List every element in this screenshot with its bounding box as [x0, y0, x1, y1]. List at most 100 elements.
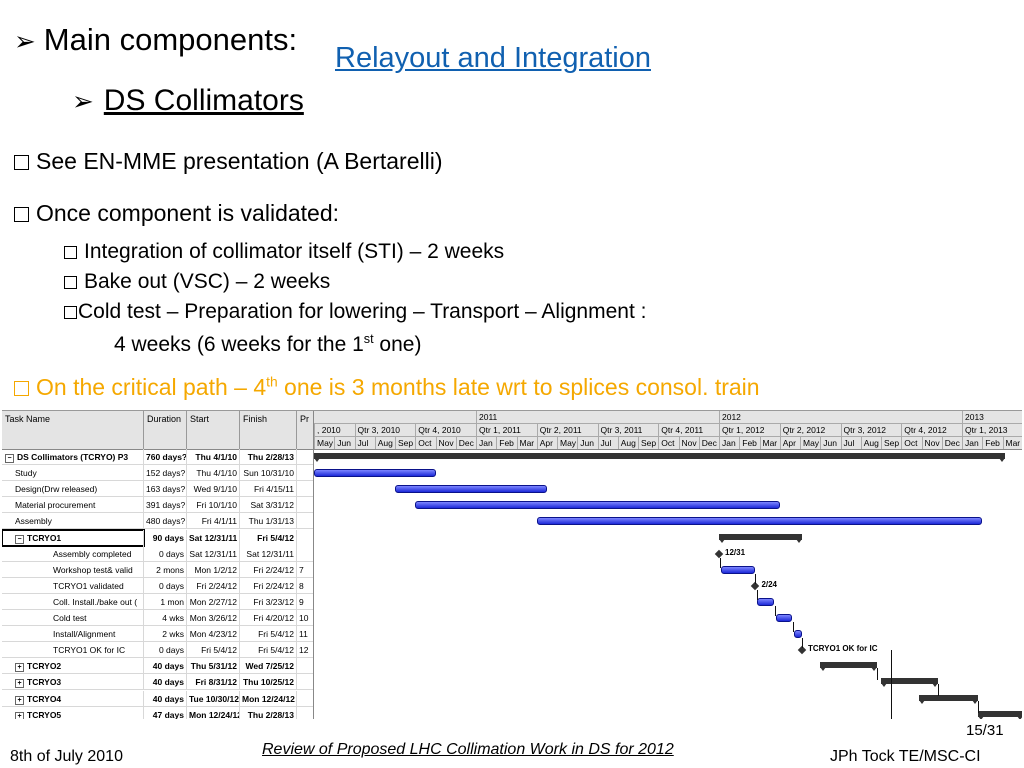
milestone-label: 2/24 — [761, 579, 778, 589]
month-label: Jan — [476, 436, 497, 449]
finish-cell: Fri 5/4/12 — [240, 642, 297, 659]
task-name-text: Workshop test& valid — [53, 564, 133, 575]
task-bar-assembly[interactable] — [536, 517, 983, 526]
start-cell: Mon 3/26/12 — [187, 610, 240, 626]
expand-collapse-icon[interactable]: + — [15, 711, 24, 719]
column-header[interactable]: Pr — [297, 411, 314, 449]
column-header[interactable]: Finish — [240, 411, 297, 449]
start-cell: Mon 1/2/12 — [187, 561, 240, 578]
task-bar-cold-test[interactable] — [775, 614, 792, 622]
month-label: Apr — [779, 436, 800, 449]
expand-collapse-icon[interactable]: + — [15, 663, 24, 673]
start-cell: Sat 12/31/11 — [187, 529, 240, 546]
task-name-text: Coll. Install./bake out ( — [53, 596, 138, 607]
dependency-line — [891, 650, 893, 719]
month-label: May — [557, 436, 578, 449]
predecessor-cell: 11 — [297, 626, 314, 643]
month-label: Sep — [395, 436, 416, 449]
sub-bullet-cold-test: Cold test – Preparation for lowering – T… — [64, 300, 646, 324]
subheading-text[interactable]: DS Collimators — [103, 84, 304, 117]
start-cell: Thu 5/31/12 — [187, 658, 240, 675]
task-name-cell: Design(Drw released) — [2, 481, 144, 498]
expand-collapse-icon[interactable]: − — [5, 454, 14, 463]
duration-cell: 90 days — [144, 529, 187, 546]
task-bar-study[interactable] — [314, 469, 436, 478]
task-bar-design[interactable] — [395, 485, 547, 494]
month-label: Sep — [638, 436, 659, 449]
month-label: Aug — [617, 436, 638, 449]
bullet-text: Once component is validated: — [36, 200, 340, 226]
footer-title[interactable]: Review of Proposed LHC Collimation Work … — [262, 741, 674, 758]
task-bar-workshop-test[interactable] — [721, 565, 756, 574]
month-label: Jun — [334, 436, 355, 449]
text-part: one) — [373, 333, 422, 356]
duration-cell: 152 days? — [144, 465, 187, 482]
column-header[interactable]: Task Name — [2, 411, 144, 449]
year-label: 2011 — [476, 411, 719, 423]
column-header[interactable]: Duration — [144, 411, 187, 449]
bullet-text: See EN-MME presentation (A Bertarelli) — [36, 148, 443, 174]
predecessor-cell — [297, 497, 314, 514]
summary-bar-tcryo2[interactable] — [820, 662, 877, 672]
expand-collapse-icon[interactable]: − — [15, 534, 24, 544]
critical-path-bullet: On the critical path – 4th one is 3 mont… — [14, 374, 760, 401]
milestone-assembly-completed[interactable] — [714, 549, 724, 558]
summary-bar-tcryo1[interactable] — [719, 533, 803, 543]
column-header[interactable]: Start — [187, 411, 240, 449]
predecessor-cell: 10 — [297, 610, 314, 626]
start-cell: Wed 9/1/10 — [187, 481, 240, 498]
predecessor-cell: 12 — [297, 642, 314, 659]
month-label: Jul — [597, 436, 618, 449]
task-name-cell: Study — [2, 465, 144, 482]
month-label: Feb — [982, 436, 1003, 449]
bullet-en-mme: See EN-MME presentation (A Bertarelli) — [14, 148, 443, 175]
quarter-label: Qtr 1, 2011 — [476, 423, 537, 436]
month-label: Oct — [658, 436, 679, 449]
summary-bar-tcryo4[interactable] — [919, 694, 979, 704]
expand-collapse-icon[interactable]: + — [15, 695, 24, 705]
checkbox-bullet-icon — [64, 276, 77, 289]
month-label: Feb — [496, 436, 517, 449]
start-cell: Thu 4/1/10 — [187, 465, 240, 482]
start-cell: Fri 5/4/12 — [187, 642, 240, 659]
start-cell: Fri 4/1/11 — [187, 513, 240, 530]
task-name-cell: −TCRYO1 — [2, 529, 144, 546]
expand-collapse-icon[interactable]: + — [15, 679, 24, 689]
task-bar-procurement[interactable] — [415, 501, 780, 510]
month-label: Aug — [374, 436, 395, 449]
summary-bar-tcryo3[interactable] — [881, 678, 938, 688]
checkbox-bullet-icon — [64, 246, 77, 259]
month-label: Aug — [860, 436, 881, 449]
task-name-text: Material procurement — [15, 500, 96, 511]
task-name-text: TCRYO3 — [27, 677, 62, 688]
duration-cell: 2 wks — [144, 626, 187, 643]
start-cell: Fri 2/24/12 — [187, 577, 240, 594]
summary-bar-ds-collimators[interactable] — [314, 453, 1005, 462]
finish-cell: Sat 12/31/11 — [240, 545, 297, 562]
task-bar-install-bakeout[interactable] — [757, 597, 774, 606]
predecessor-cell — [297, 674, 314, 691]
summary-bar-tcryo5[interactable] — [978, 710, 1022, 719]
finish-cell: Fri 3/23/12 — [240, 593, 297, 610]
relayout-integration-link[interactable]: Relayout and Integration — [335, 42, 651, 74]
task-bar-install-alignment[interactable] — [793, 630, 803, 639]
month-label: Nov — [435, 436, 456, 449]
